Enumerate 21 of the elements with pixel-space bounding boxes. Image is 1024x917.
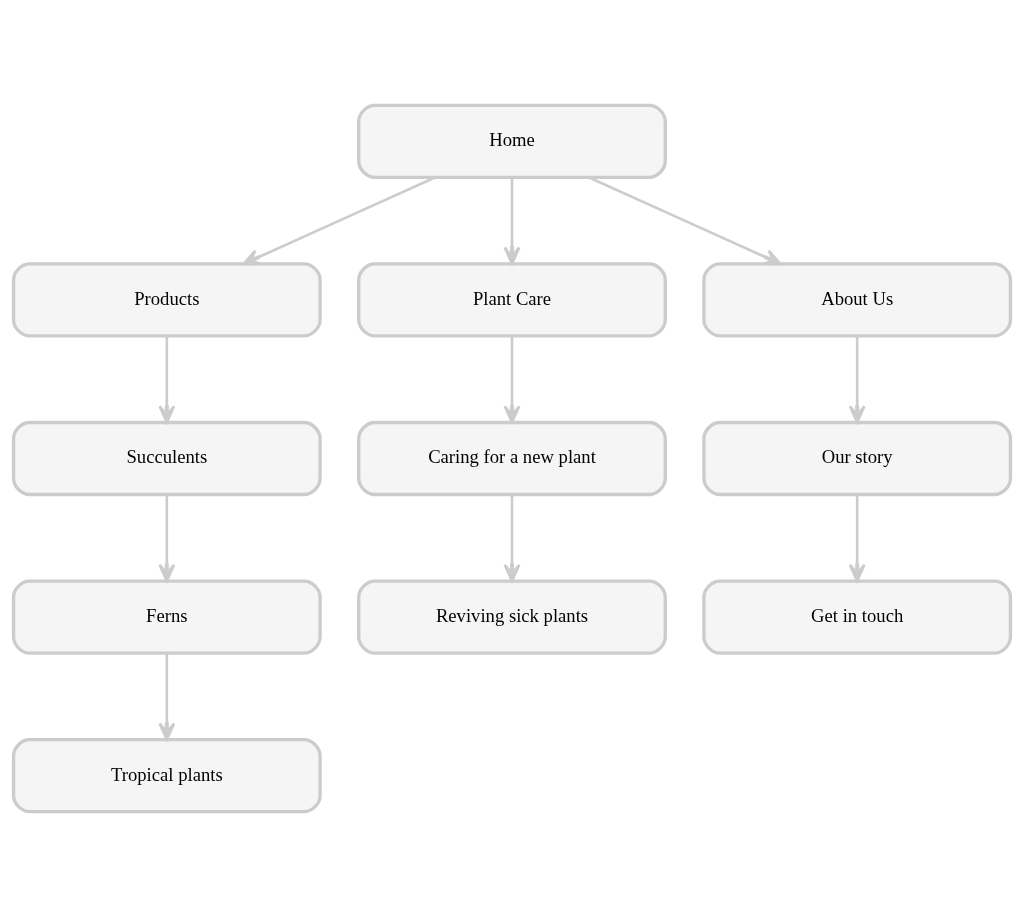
node-box: Tropical plants xyxy=(11,738,322,814)
node-box: Succulents xyxy=(11,420,322,497)
node-box: Plant Care xyxy=(357,262,667,338)
node-box: Get in touch xyxy=(702,579,1013,655)
node-box: About Us xyxy=(702,262,1013,338)
arrow xyxy=(503,177,521,266)
node-box: Ferns xyxy=(11,579,322,655)
arrow xyxy=(588,176,782,266)
node-box: Home xyxy=(357,103,667,179)
node-box: Caring for a new plant xyxy=(357,420,667,497)
arrow xyxy=(158,336,176,424)
node-box: Reviving sick plants xyxy=(357,579,667,655)
arrow xyxy=(848,336,866,424)
arrow xyxy=(503,494,521,583)
arrow xyxy=(158,653,176,741)
arrow xyxy=(503,336,521,424)
node-box: Products xyxy=(11,262,322,338)
arrow xyxy=(848,494,866,583)
arrow xyxy=(158,494,176,583)
arrow xyxy=(242,176,436,266)
node-box: Our story xyxy=(702,420,1013,497)
